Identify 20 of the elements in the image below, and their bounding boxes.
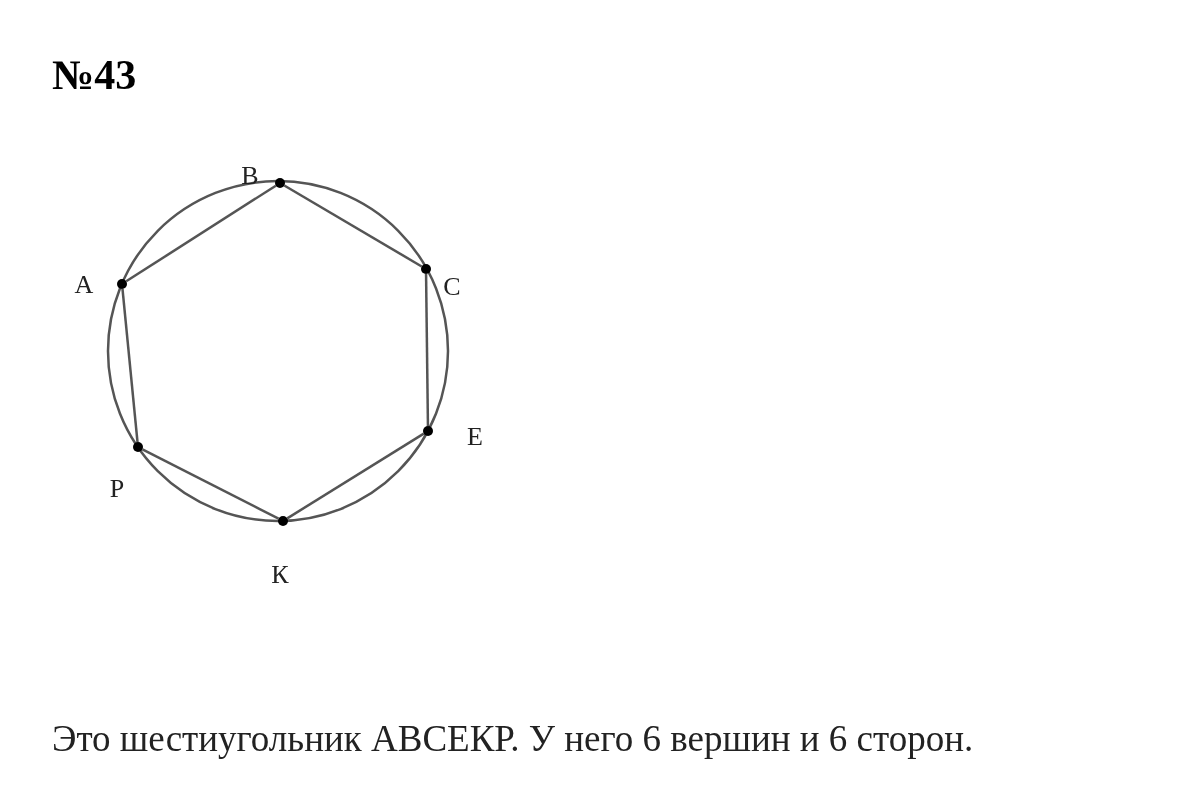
vertex-label: К (271, 562, 289, 588)
vertex-point (117, 279, 127, 289)
hexagon-side (286, 432, 425, 520)
vertex-label: Е (467, 424, 483, 450)
hexagon-side (125, 184, 277, 283)
vertex-point (421, 264, 431, 274)
hexagon-side (141, 448, 280, 520)
vertex-point (423, 426, 433, 436)
problem-number: №43 (52, 54, 137, 96)
vertex-label: В (241, 163, 259, 189)
vertex-label: А (74, 272, 94, 298)
hexagon-side (283, 184, 423, 268)
vertex-point (133, 442, 143, 452)
hexagon-side (424, 274, 430, 426)
vertex-point (278, 516, 288, 526)
vertex-label: Р (109, 476, 125, 502)
vertex-point (275, 178, 285, 188)
hexagon-side (121, 288, 139, 443)
vertex-label: С (443, 274, 461, 300)
caption: Это шестиугольник АВСЕКР. У него 6 вершин и 6 сторон. (52, 720, 974, 757)
